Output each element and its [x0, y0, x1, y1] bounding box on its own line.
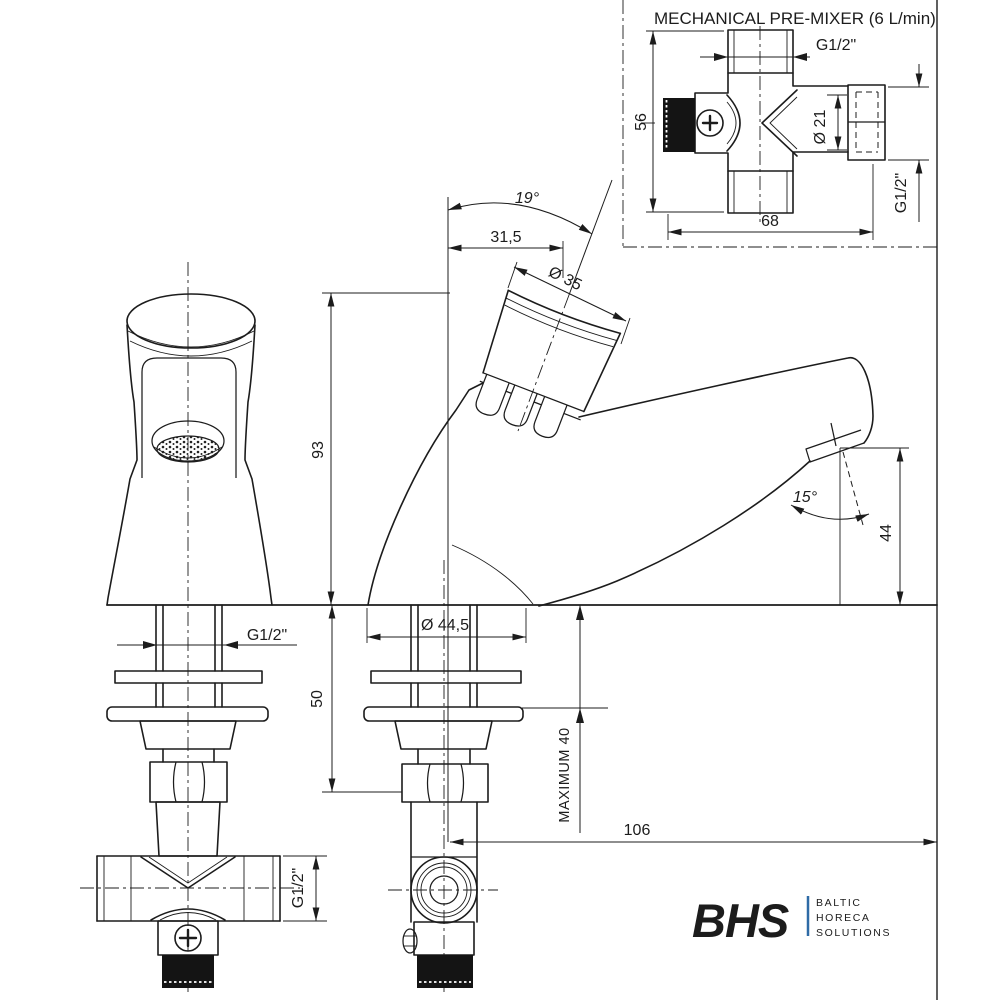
dim-44: 44 [878, 524, 895, 542]
screw-icon [174, 924, 202, 952]
dim-31-5: 31,5 [490, 229, 521, 246]
front-valve [96, 855, 281, 988]
dim-g12-inlet: G1/2" [290, 868, 307, 908]
dim-106: 106 [624, 822, 651, 839]
inset-title: MECHANICAL PRE-MIXER (6 L/min) [654, 9, 936, 28]
screw-icon [696, 109, 724, 137]
push-knob [475, 289, 622, 439]
premixer-body [641, 26, 886, 222]
side-view: 19° 31,5 Ø 35 93 50 Ø 44,5 [106, 179, 938, 992]
knurled-knob [663, 98, 695, 152]
dim-56: 56 [633, 113, 650, 131]
dim-50: 50 [309, 690, 326, 708]
logo-line-1: BALTIC [816, 897, 862, 909]
aerator-face [156, 435, 220, 463]
side-screw-icon [402, 928, 418, 954]
knurled-knob [417, 955, 473, 988]
dim-93: 93 [310, 441, 327, 459]
dim-15deg: 15° [793, 489, 818, 506]
dim-19deg: 19° [515, 190, 540, 207]
dim-g12-shank: G1/2" [247, 627, 287, 644]
logo-abbr: BHS [692, 894, 789, 947]
dim-g12-right: G1/2" [893, 173, 910, 213]
dim-diameter-21: Ø 21 [812, 110, 829, 145]
knurled-knob [162, 955, 214, 988]
dim-68: 68 [761, 213, 779, 230]
inset-premixer: MECHANICAL PRE-MIXER (6 L/min) [622, 0, 937, 248]
inset-dimensions: 56 68 G1/2" Ø 21 G1/2" [633, 30, 929, 240]
logo-line-3: SOLUTIONS [816, 927, 891, 939]
side-valve [402, 801, 478, 988]
front-shank [106, 604, 269, 857]
dim-g12-top: G1/2" [816, 37, 856, 54]
dim-max40: MAXIMUM 40 [557, 727, 573, 822]
front-view: G1/2" G1/2" [80, 262, 327, 992]
side-shank [363, 604, 524, 803]
side-dimensions: 19° 31,5 Ø 35 93 50 Ø 44,5 [309, 190, 937, 846]
spout-aerator [805, 429, 865, 463]
logo-line-2: HORECA [816, 912, 871, 924]
bhs-logo: BHS BALTIC HORECA SOLUTIONS [692, 894, 891, 947]
dim-d44-5: Ø 44,5 [421, 617, 469, 634]
